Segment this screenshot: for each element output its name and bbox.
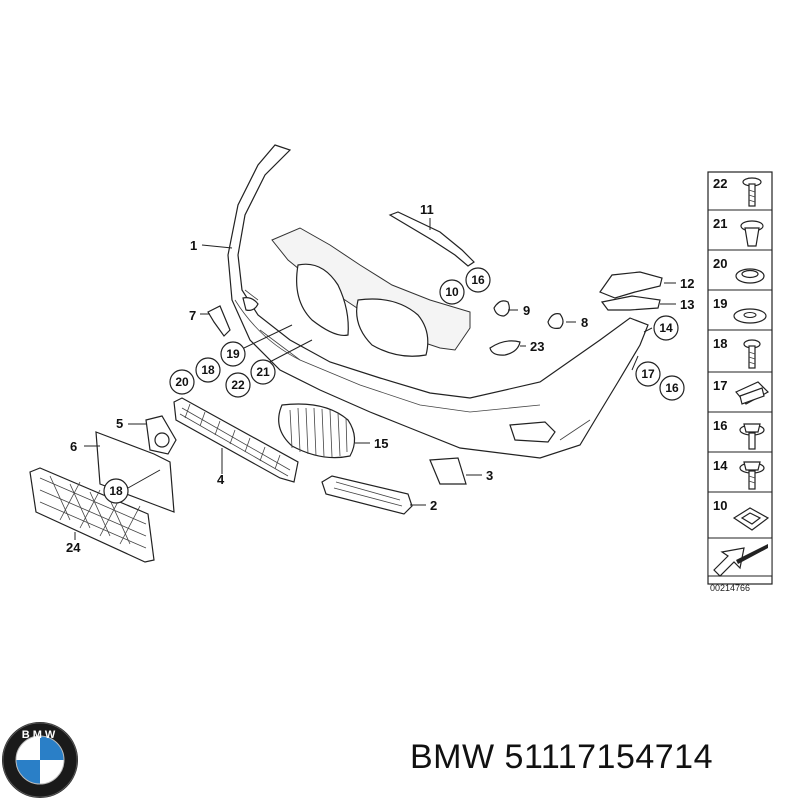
svg-text:22: 22 (231, 378, 245, 392)
circled-callout-10: 10 (439, 279, 465, 305)
circled-callout-16-right: 16 (659, 375, 685, 401)
kidney-grille-part-15 (278, 403, 356, 459)
part-number: 51117154714 (504, 738, 714, 776)
leader-lines (74, 218, 676, 540)
svg-text:18: 18 (109, 484, 123, 498)
bracket-part-7 (207, 305, 231, 337)
circled-callout-19: 19 (220, 341, 246, 367)
circled-callout-22: 22 (225, 372, 251, 398)
legend-label-21: 21 (713, 216, 727, 231)
bumper-cover (227, 144, 649, 459)
fastener-legend: 22 21 20 19 18 17 16 14 10 (707, 171, 773, 593)
strip-part-11 (388, 211, 475, 267)
callout-5: 5 (116, 416, 123, 431)
svg-text:20: 20 (175, 375, 189, 389)
brand-name: BMW (410, 738, 495, 776)
logo-letters: BMW (22, 729, 59, 741)
legend-label-22: 22 (713, 176, 727, 191)
bracket-part-13 (600, 295, 661, 311)
circled-callout-18: 18 (195, 357, 221, 383)
legend-label-10: 10 (713, 498, 727, 513)
callout-9: 9 (523, 303, 530, 318)
svg-text:14: 14 (659, 321, 673, 335)
grommet-ring-icon (735, 268, 765, 284)
svg-text:19: 19 (226, 347, 240, 361)
circled-callout-16-top: 16 (465, 267, 491, 293)
callout-2: 2 (430, 498, 437, 513)
tow-cover-part-5 (145, 415, 177, 455)
circled-callout-20: 20 (169, 369, 195, 395)
svg-text:21: 21 (256, 365, 270, 379)
callout-11: 11 (420, 202, 434, 217)
legend-label-14: 14 (713, 458, 728, 473)
part-number-caption: BMW 51117154714 (410, 738, 713, 777)
svg-text:18: 18 (201, 363, 215, 377)
callout-13: 13 (680, 297, 694, 312)
square-nut-icon (732, 507, 770, 531)
circled-callouts: 10 16 14 17 16 19 18 20 (103, 267, 685, 504)
long-washer-screw-icon (739, 461, 765, 490)
legend-label-18: 18 (713, 336, 727, 351)
legend-label-19: 19 (713, 296, 727, 311)
screw-icon (742, 177, 762, 207)
plate-base-part-6 (95, 431, 175, 513)
bmw-logo: BMW (2, 722, 78, 798)
callout-24: 24 (66, 540, 81, 555)
callout-12: 12 (680, 276, 694, 291)
callout-3: 3 (486, 468, 493, 483)
collar-screw-icon (743, 339, 761, 369)
svg-text:10: 10 (445, 285, 459, 299)
callout-15: 15 (374, 436, 388, 451)
legend-label-16: 16 (713, 418, 727, 433)
side-grille-part-2 (321, 475, 413, 515)
spring-nut-icon (735, 381, 769, 405)
diagram-code: 00214766 (710, 583, 750, 593)
callout-8: 8 (581, 315, 588, 330)
circled-callout-21: 21 (250, 359, 276, 385)
center-grille-part-4 (173, 397, 299, 483)
washer-icon (733, 308, 767, 324)
clip-part-9 (493, 300, 510, 317)
cover-part-3 (429, 457, 467, 485)
svg-text:16: 16 (665, 381, 679, 395)
rivet-icon (740, 220, 764, 247)
svg-text:17: 17 (641, 367, 655, 381)
svg-text:16: 16 (471, 273, 485, 287)
callout-6: 6 (70, 439, 77, 454)
circled-callout-18-bottom: 18 (103, 478, 129, 504)
circled-callout-14: 14 (653, 315, 679, 341)
legend-label-17: 17 (713, 378, 727, 393)
callout-labels: 1 2 3 4 5 6 7 8 9 11 12 13 15 23 24 (66, 202, 694, 555)
callout-4: 4 (217, 472, 225, 487)
washer-screw-icon (739, 423, 765, 450)
callout-7: 7 (189, 308, 196, 323)
callout-23: 23 (530, 339, 544, 354)
clip-part-8 (547, 313, 564, 329)
legend-label-20: 20 (713, 256, 727, 271)
direction-arrow-icon (707, 537, 773, 577)
callout-1: 1 (190, 238, 197, 253)
circled-callout-17: 17 (635, 361, 661, 387)
carrier-part-24 (29, 467, 155, 563)
bracket-part-12 (599, 271, 663, 299)
